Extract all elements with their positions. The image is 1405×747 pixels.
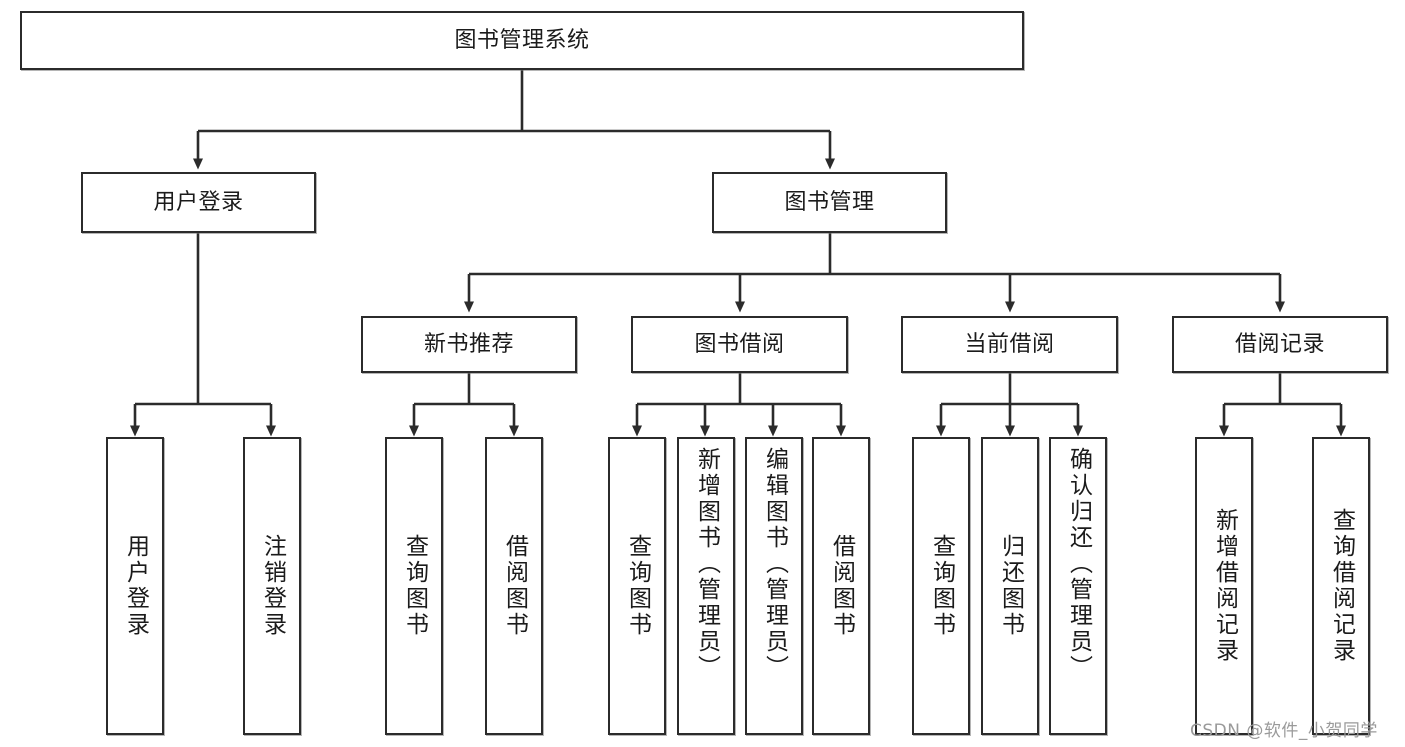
node-label: 注销登录 bbox=[259, 534, 286, 638]
node-user-login[interactable]: 用户登录 bbox=[81, 172, 316, 233]
node-label: 借阅图书 bbox=[828, 534, 855, 638]
node-label: 查询图书 bbox=[624, 534, 651, 638]
leaf-borrow-query-book[interactable]: 查询图书 bbox=[608, 437, 666, 735]
leaf-recommend-borrow-book[interactable]: 借阅图书 bbox=[485, 437, 543, 735]
node-label: 用户登录 bbox=[153, 189, 244, 215]
node-label: 图书管理系统 bbox=[454, 27, 590, 53]
watermark-text: CSDN @软件_小贺同学 bbox=[1190, 721, 1378, 741]
node-label: 查询图书 bbox=[928, 534, 955, 638]
node-label: 新增图书（管理员） bbox=[693, 447, 720, 681]
node-current-borrow[interactable]: 当前借阅 bbox=[901, 316, 1118, 373]
leaf-current-confirm-return-admin[interactable]: 确认归还（管理员） bbox=[1049, 437, 1107, 735]
node-label: 借阅图书 bbox=[501, 534, 528, 638]
leaf-user-login-logout[interactable]: 注销登录 bbox=[243, 437, 301, 735]
leaf-current-return-book[interactable]: 归还图书 bbox=[981, 437, 1039, 735]
leaf-borrow-add-book-admin[interactable]: 新增图书（管理员） bbox=[677, 437, 735, 735]
leaf-current-query-book[interactable]: 查询图书 bbox=[912, 437, 970, 735]
leaf-borrow-edit-book-admin[interactable]: 编辑图书（管理员） bbox=[745, 437, 803, 735]
leaf-borrow-borrow-book[interactable]: 借阅图书 bbox=[812, 437, 870, 735]
node-label: 当前借阅 bbox=[964, 331, 1055, 357]
node-label: 归还图书 bbox=[997, 534, 1024, 638]
leaf-record-add-record[interactable]: 新增借阅记录 bbox=[1195, 437, 1253, 735]
node-label: 查询借阅记录 bbox=[1328, 508, 1355, 664]
node-label: 图书借阅 bbox=[694, 331, 785, 357]
node-new-book-recommend[interactable]: 新书推荐 bbox=[361, 316, 577, 373]
node-label: 编辑图书（管理员） bbox=[761, 447, 788, 681]
node-label: 用户登录 bbox=[122, 534, 149, 638]
node-label: 借阅记录 bbox=[1234, 331, 1325, 357]
node-root-system[interactable]: 图书管理系统 bbox=[20, 11, 1024, 70]
node-borrow-record[interactable]: 借阅记录 bbox=[1172, 316, 1388, 373]
node-book-management[interactable]: 图书管理 bbox=[712, 172, 947, 233]
node-label: 查询图书 bbox=[401, 534, 428, 638]
leaf-user-login-login[interactable]: 用户登录 bbox=[106, 437, 164, 735]
leaf-record-query-record[interactable]: 查询借阅记录 bbox=[1312, 437, 1370, 735]
node-label: 图书管理 bbox=[784, 189, 875, 215]
node-label: 新书推荐 bbox=[423, 331, 514, 357]
node-label: 新增借阅记录 bbox=[1211, 508, 1238, 664]
node-label: 确认归还（管理员） bbox=[1065, 447, 1092, 681]
node-book-borrow[interactable]: 图书借阅 bbox=[631, 316, 848, 373]
leaf-recommend-query-book[interactable]: 查询图书 bbox=[385, 437, 443, 735]
